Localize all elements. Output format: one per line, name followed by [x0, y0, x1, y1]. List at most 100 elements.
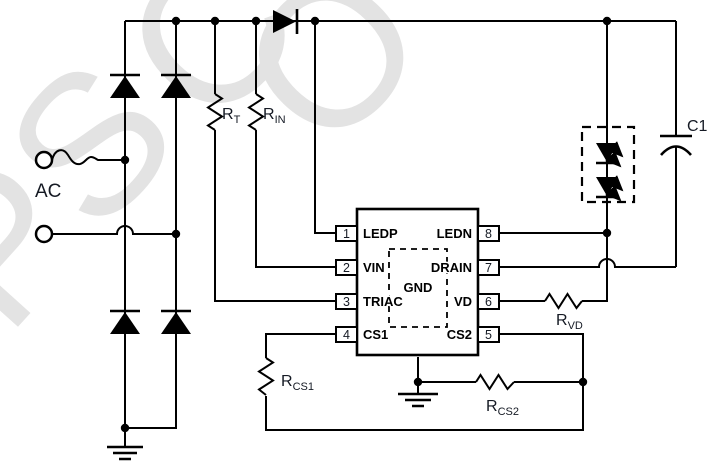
pin-3-box: [335, 293, 358, 310]
ic-body: [355, 207, 480, 357]
junction-dot: [413, 377, 423, 387]
rcs1-label-sub: CS1: [293, 381, 314, 393]
pin-4-number: 4: [343, 328, 350, 342]
ic-pin-6: 6 VD: [452, 293, 500, 311]
junction-dot: [171, 16, 181, 26]
ac-label: AC: [35, 181, 61, 202]
pin-3-name: TRIAC: [363, 294, 403, 309]
pin-5-box: [477, 326, 500, 343]
ic-pin-8: 8 LEDN: [435, 225, 500, 243]
wires: [51, 20, 677, 446]
junction-dot: [602, 228, 612, 238]
bridge-diode-bottom-right-icon: [161, 309, 191, 334]
resistor-rvd: RVD: [544, 292, 583, 332]
rin-zigzag-icon: [247, 93, 265, 131]
rcs1-zigzag-icon: [257, 357, 275, 396]
junction-dot: [310, 16, 320, 26]
pin-4-box: [335, 326, 358, 343]
cs1-rcs1-cs2-loop-wire: [265, 333, 584, 431]
pin-7-box: [477, 259, 500, 276]
junction-dot: [602, 16, 612, 26]
ic-gnd-pad-dashed-box: [388, 248, 448, 328]
junction-dot: [171, 229, 181, 239]
rt-label-sub: T: [234, 114, 241, 126]
capacitor-c1: C1: [660, 118, 708, 156]
rcs1-label: RCS1: [281, 373, 314, 393]
rvd-label-main: R: [556, 312, 568, 329]
bridge-rectifier: [110, 73, 191, 334]
pin-6-name: VD: [454, 294, 472, 309]
c1-label: C1: [687, 118, 708, 135]
rvd-label: RVD: [556, 312, 583, 332]
bridge-diode-bottom-left-icon: [110, 309, 140, 334]
ledp-pin1-wire: [314, 21, 336, 234]
vd-rvd-wire: [499, 233, 608, 302]
resistor-rcs1: RCS1: [257, 357, 314, 396]
rt-label: RT: [222, 106, 241, 126]
ac-neutral-wire-crossover: [52, 225, 176, 235]
pin-6-number: 6: [485, 295, 492, 309]
bridge-diode-top-right-icon: [161, 73, 191, 98]
pin-2-number: 2: [343, 261, 350, 275]
rcs2-label-sub: CS2: [498, 406, 519, 418]
rt-to-triac-wire: [214, 21, 336, 302]
pin-1-box: [335, 225, 358, 242]
ground-symbol-ic: [398, 392, 438, 408]
pin-3-number: 3: [343, 295, 350, 309]
rvd-label-sub: VD: [568, 320, 583, 332]
pin-7-number: 7: [485, 261, 492, 275]
ic-pin-2: 2 VIN: [335, 259, 386, 277]
resistor-rin: RIN: [247, 93, 286, 131]
rt-zigzag-icon: [206, 93, 224, 131]
junction-dots: [120, 16, 612, 433]
resistor-rcs2: RCS2: [475, 373, 519, 418]
ac-terminal-bottom: [34, 224, 54, 244]
ac-terminal-top: [34, 150, 54, 170]
pin-5-number: 5: [485, 328, 492, 342]
ic-pin-3: 3 TRIAC: [335, 293, 405, 311]
pin-2-box: [335, 259, 358, 276]
controller-ic: GND 1 LEDP 2 VIN 3 TRIAC 4 CS1 8 LEDN: [335, 207, 500, 357]
pin-1-name: LEDP: [363, 226, 398, 241]
rin-label-main: R: [263, 106, 275, 123]
ic-gnd-label: GND: [404, 280, 433, 295]
ic-pin-1: 1 LEDP: [335, 225, 400, 243]
pin-4-name: CS1: [363, 327, 388, 342]
pin-2-name: VIN: [363, 260, 385, 275]
junction-dot: [251, 16, 261, 26]
led-string: [580, 125, 636, 204]
bridge-diode-top-left-icon: [110, 73, 140, 98]
ic-pin-4: 4 CS1: [335, 326, 390, 344]
pin-6-box: [477, 293, 500, 310]
rt-label-main: R: [222, 106, 234, 123]
rcs2-zigzag-icon: [475, 373, 515, 391]
junction-dot: [120, 423, 130, 433]
rcs2-label: RCS2: [486, 398, 519, 418]
bridge-right-leg-wire: [125, 21, 177, 429]
led-module-dashed-box: [580, 125, 636, 204]
ac-live-wire-with-fuse: [51, 149, 125, 166]
ground-symbol-bridge: [107, 445, 143, 461]
rin-label: RIN: [263, 106, 286, 126]
led-2-icon: [596, 175, 624, 202]
c1-bottom-plate-icon: [660, 145, 692, 156]
pin-1-number: 1: [343, 227, 350, 241]
rcs1-label-main: R: [281, 373, 293, 390]
junction-dot: [120, 155, 130, 165]
ac-input: AC: [34, 150, 61, 244]
ic-pin-5: 5 CS2: [445, 326, 500, 344]
input-diode-icon: [273, 9, 299, 34]
led-1-icon: [596, 141, 624, 168]
junction-dot: [578, 377, 588, 387]
rvd-zigzag-icon: [544, 292, 583, 310]
ic-pin-7: 7 DRAIN: [429, 259, 500, 277]
pin-5-name: CS2: [447, 327, 472, 342]
pin-8-number: 8: [485, 227, 492, 241]
rin-label-sub: IN: [275, 114, 286, 126]
junction-dot: [210, 16, 220, 26]
drain-pin7-wire-crossover: [499, 258, 676, 268]
pin-8-name: LEDN: [437, 226, 472, 241]
pin-7-name: DRAIN: [431, 260, 472, 275]
